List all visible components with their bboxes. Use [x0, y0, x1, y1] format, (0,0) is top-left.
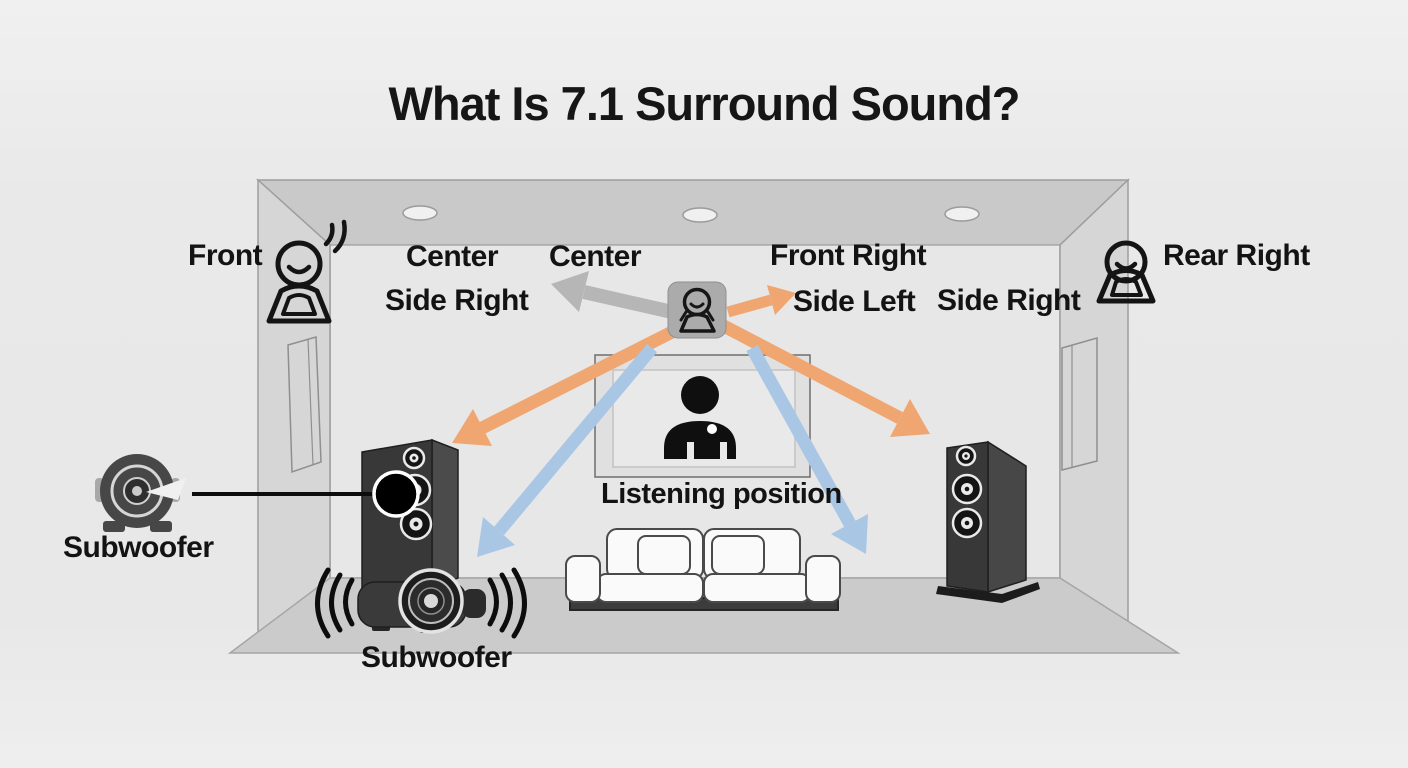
ceiling-light: [944, 206, 980, 222]
rear-left-arrow: [477, 343, 657, 557]
label-subwoofer-side: Subwoofer: [63, 531, 214, 564]
subwoofer-callout-dot: [372, 470, 420, 518]
label-center-mid: Center: [549, 240, 642, 273]
label-front-right: Front Right: [770, 239, 927, 272]
label-front: Front: [188, 239, 263, 272]
front-right-arrow: [714, 317, 930, 437]
label-center-left: Center: [406, 240, 499, 273]
side-left-arrow: [726, 285, 796, 318]
room-right-wall: [1059, 178, 1129, 642]
rear-right-arrow: [746, 344, 868, 554]
subwoofer-icon: [95, 454, 186, 532]
ceiling-light: [682, 207, 718, 223]
left-wall-panel: [287, 336, 322, 474]
rear-right-person-icon: [1096, 240, 1156, 304]
center-listener-icon: [667, 281, 727, 339]
label-side-left: Side Left: [793, 285, 916, 318]
label-listening-position: Listening position: [601, 478, 842, 510]
subwoofer-unit: [315, 567, 527, 639]
label-side-right-wall: Side Right: [385, 284, 529, 317]
right-tower-speaker: [936, 440, 1040, 603]
label-side-right-speaker: Side Right: [937, 284, 1081, 317]
front-speaker-person-icon: [266, 219, 347, 324]
front-left-arrow: [452, 319, 689, 446]
bass-wave-icon: [315, 567, 527, 639]
label-rear-right: Rear Right: [1163, 239, 1310, 272]
listener-silhouette: [664, 376, 736, 459]
sofa: [565, 528, 841, 611]
ceiling-light: [402, 205, 438, 221]
center-channel-arrow: [551, 271, 674, 319]
page-title: What Is 7.1 Surround Sound?: [388, 77, 1021, 130]
label-subwoofer-front: Subwoofer: [361, 641, 512, 674]
sound-wave-icon: [323, 219, 347, 254]
right-wall-panel: [1061, 337, 1098, 471]
